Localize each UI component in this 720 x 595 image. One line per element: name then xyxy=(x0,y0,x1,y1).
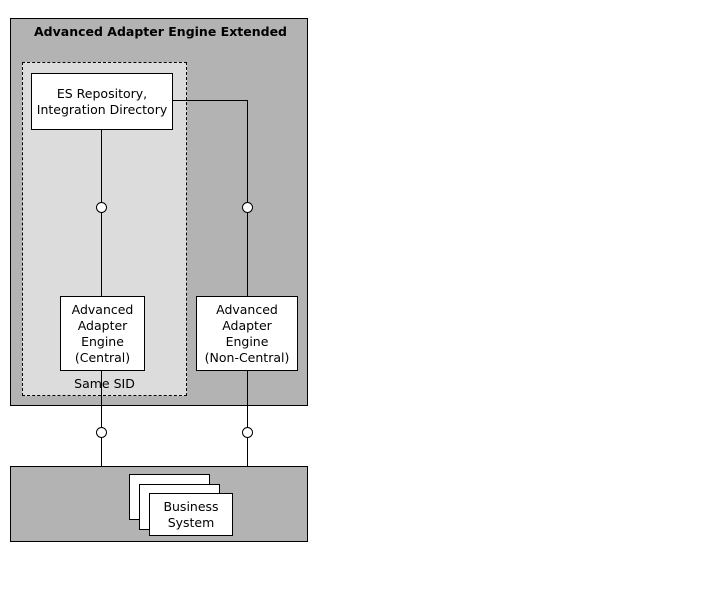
connector-line-aae-central-to-business-system xyxy=(101,371,102,467)
connector-dot-aae-central-to-business-system xyxy=(96,427,107,438)
node-advanced-adapter-engine-non-central[interactable]: Advanced Adapter Engine (Non-Central) xyxy=(196,296,298,371)
connector-line-es-repo-to-aae-non-central-vertical xyxy=(247,100,248,297)
node-advanced-adapter-engine-central[interactable]: Advanced Adapter Engine (Central) xyxy=(60,296,145,371)
connector-dot-es-repo-to-aae-central xyxy=(96,202,107,213)
connector-line-aae-non-central-to-business-system xyxy=(247,371,248,467)
connector-line-es-repo-to-aae-central xyxy=(101,129,102,297)
panel-label-same-sid: Same SID xyxy=(74,376,135,391)
panel-title-advanced-adapter-engine-extended: Advanced Adapter Engine Extended xyxy=(34,24,287,39)
connector-dot-es-repo-to-aae-non-central xyxy=(242,202,253,213)
connector-dot-aae-non-central-to-business-system xyxy=(242,427,253,438)
node-es-repository-integration-directory[interactable]: ES Repository, Integration Directory xyxy=(31,73,173,130)
node-business-system[interactable]: Business System xyxy=(149,493,233,536)
connector-line-es-repo-to-aae-non-central-horizontal xyxy=(172,100,248,101)
